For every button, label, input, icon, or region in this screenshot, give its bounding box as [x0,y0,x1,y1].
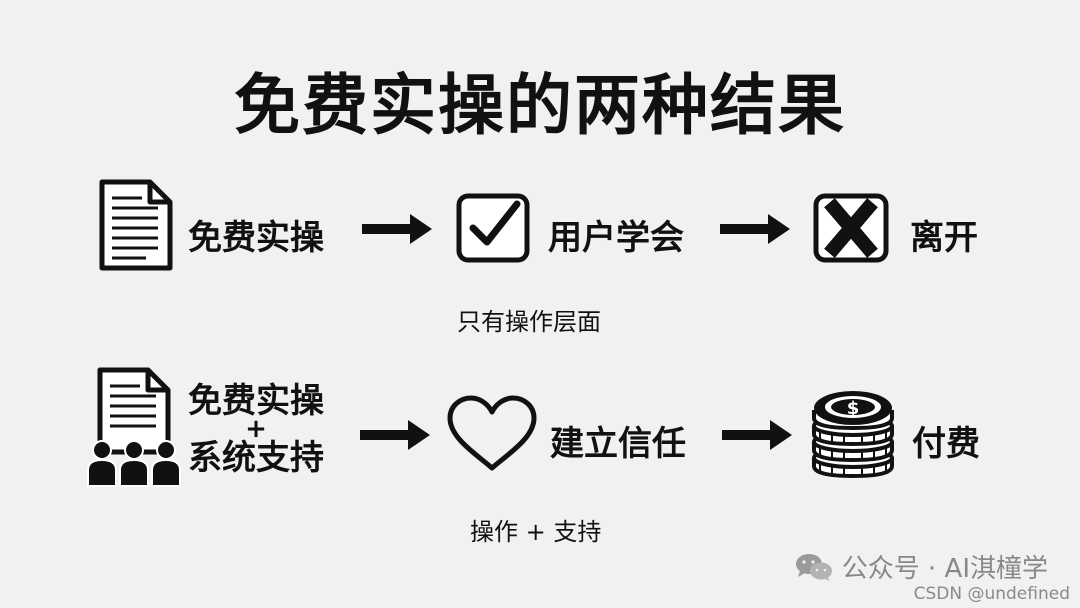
row2-step3-label: 付费 [912,424,980,464]
plus-sign: + [245,414,267,444]
row2-step1-line1: 免费实操 [188,381,324,421]
row1-step1-label: 免费实操 [188,218,324,258]
wechat-icon [795,553,832,581]
diagram-title: 免费实操的两种结果 [234,67,846,144]
arrow-right-icon [362,214,432,244]
watermark-text: 公众号 · AI淇橦学 [841,554,1048,584]
row2-step2-label: 建立信任 [550,424,686,464]
svg-text:$: $ [847,398,860,419]
arrow-right-icon [360,420,430,450]
x-box-icon [813,193,889,263]
row2-step1-line2: 系统支持 [188,438,324,479]
checkbox-check-icon [456,193,530,263]
heart-icon [447,395,537,471]
source-credit: CSDN @undefined [913,584,1070,604]
row1-note: 只有操作层面 [457,308,601,336]
arrow-right-icon [720,214,790,244]
document-with-people-icon [87,367,181,487]
row2-step1-label: 免费实操 + 系统支持 [188,384,324,475]
arrow-right-icon [722,420,792,450]
row1-step2-label: 用户学会 [548,218,684,258]
row2-note: 操作 + 支持 [470,518,602,546]
document-icon [99,179,173,271]
row1-step3-label: 离开 [910,218,978,258]
watermark: 公众号 · AI淇橦学 [794,548,1048,585]
coin-stack-icon: $ [812,391,894,479]
